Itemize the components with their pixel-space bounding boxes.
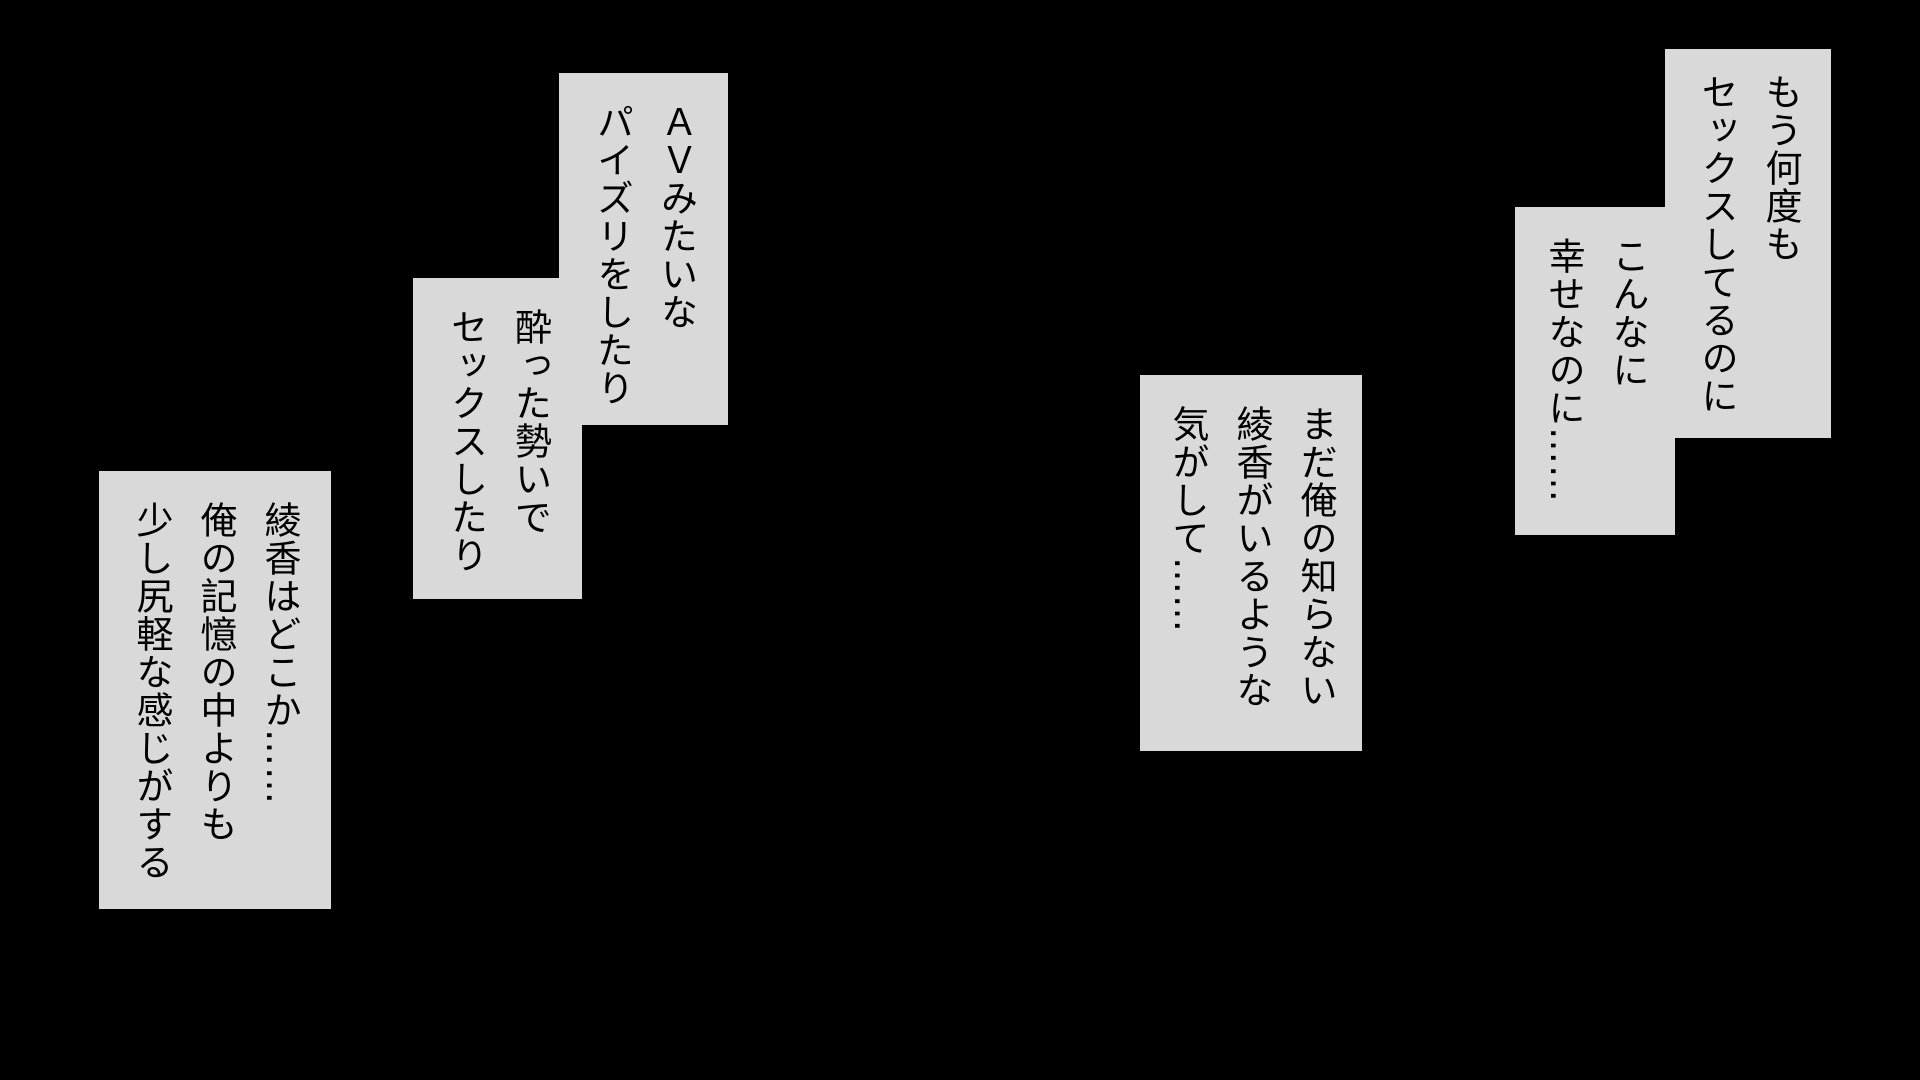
bubble-line: セックスしたり bbox=[444, 308, 488, 574]
text-bubble: もう何度も セックスしてるのに bbox=[1665, 49, 1831, 438]
bubble-line: 気がして…… bbox=[1166, 405, 1209, 633]
bubble-line: 幸せなのに…… bbox=[1542, 237, 1585, 503]
text-bubble: 綾香はどこか…… 俺の記憶の中よりも 少し尻軽な感じがする bbox=[99, 471, 331, 909]
bubble-line: 俺の記憶の中よりも bbox=[194, 501, 237, 843]
text-bubble: こんなに 幸せなのに…… bbox=[1515, 207, 1675, 535]
bubble-line: 綾香はどこか…… bbox=[258, 501, 301, 805]
text-bubble: まだ俺の知らない 綾香がいるような 気がして…… bbox=[1140, 375, 1362, 751]
bubble-line: セックスしてるのに bbox=[1695, 73, 1738, 415]
bubble-line: 綾香がいるような bbox=[1230, 405, 1273, 709]
bubble-line: こんなに bbox=[1606, 237, 1649, 389]
bubble-line: もう何度も bbox=[1759, 73, 1802, 263]
bubble-line: ＡＶみたいな bbox=[654, 103, 698, 331]
bubble-line: 酔った勢いで bbox=[508, 308, 552, 536]
bubble-line: 少し尻軽な感じがする bbox=[130, 501, 173, 881]
text-bubble: 酔った勢いで セックスしたり bbox=[413, 278, 582, 599]
text-bubble: ＡＶみたいな パイズリをしたり bbox=[559, 73, 728, 425]
bubble-line: まだ俺の知らない bbox=[1294, 405, 1337, 709]
bubble-line: パイズリをしたり bbox=[590, 103, 634, 407]
